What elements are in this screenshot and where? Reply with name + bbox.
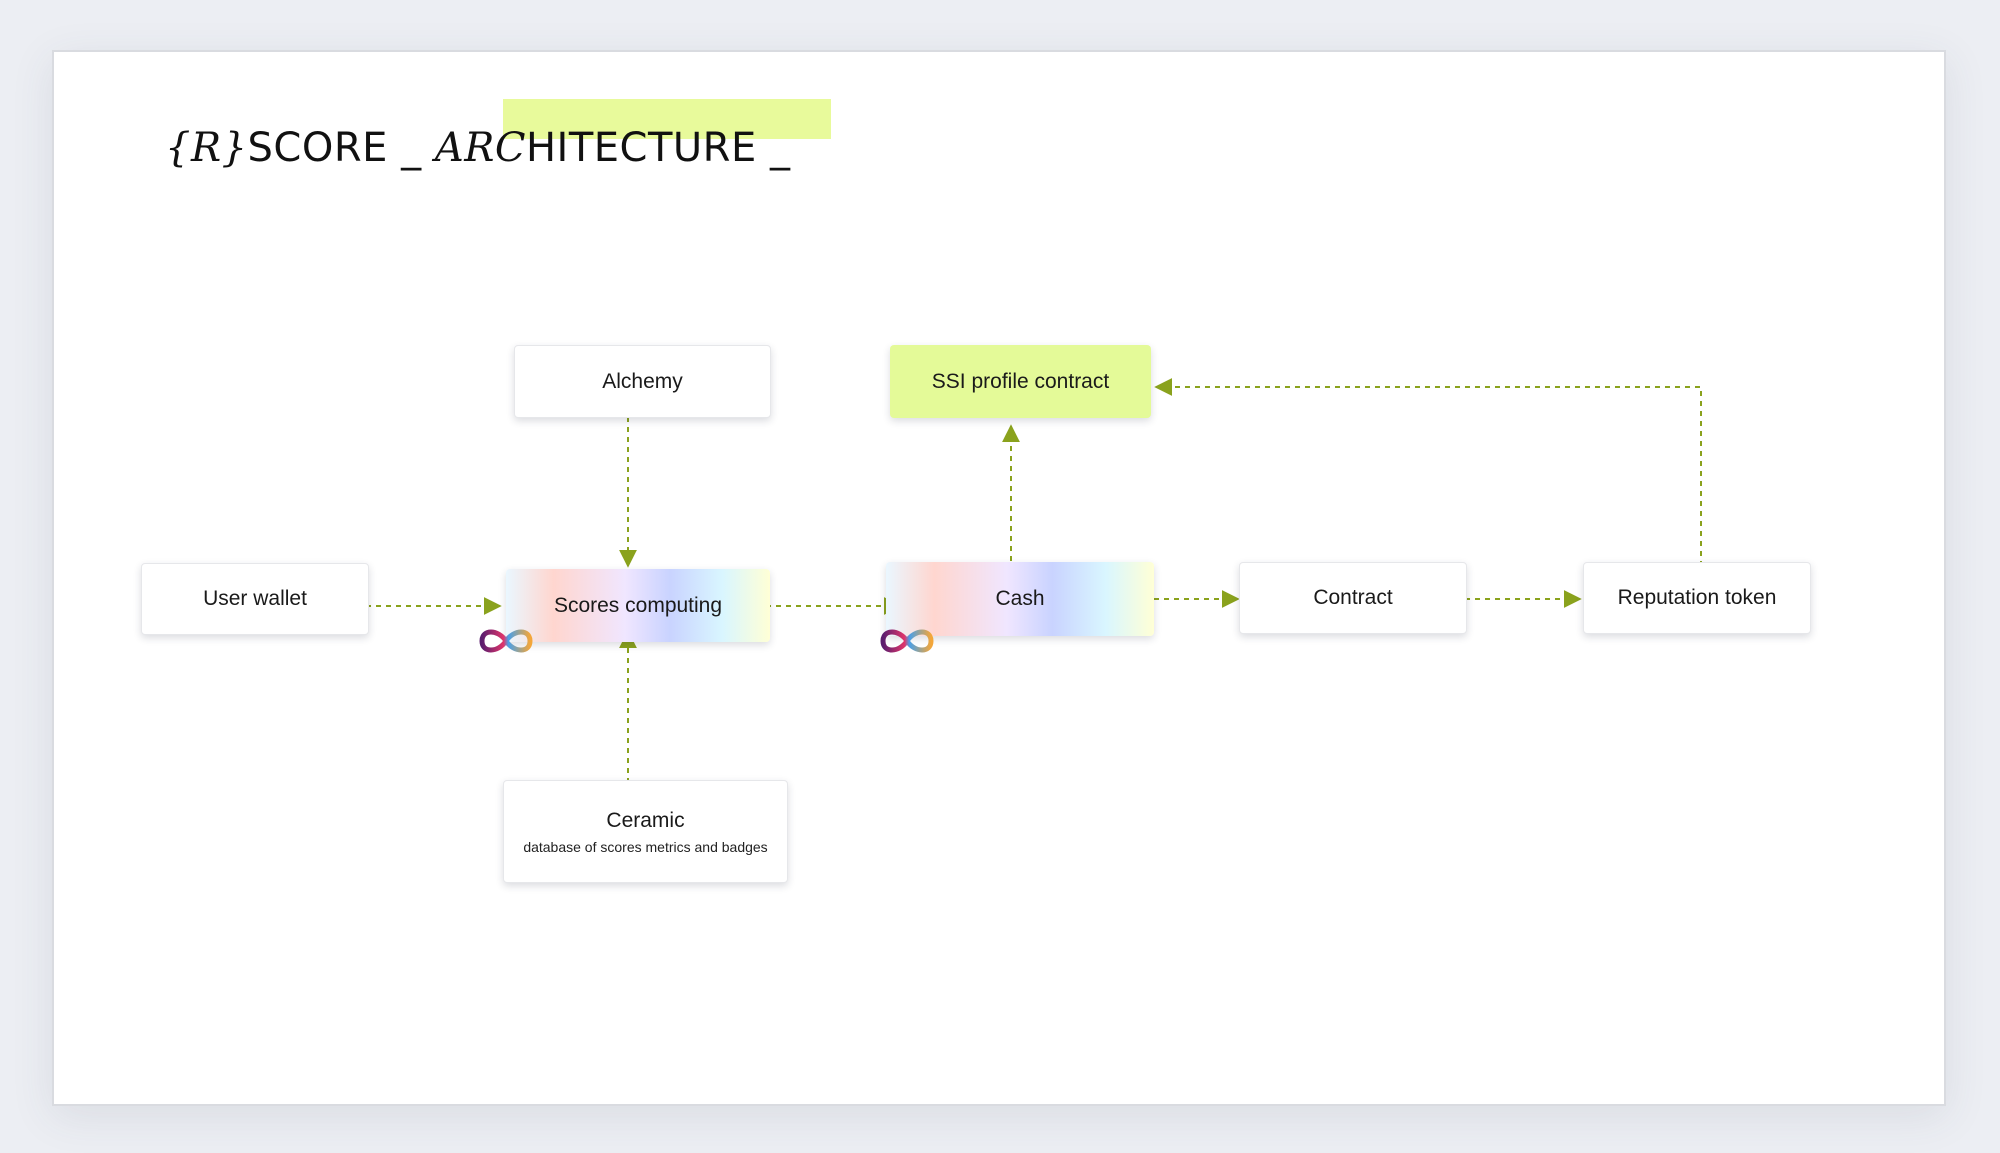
infinity-logo-icon (880, 629, 934, 653)
title-highlight (503, 99, 831, 139)
node-ssi-profile-contract[interactable]: SSI profile contract (890, 345, 1151, 418)
node-ssi-profile-label: SSI profile contract (931, 369, 1110, 393)
node-cash-label: Cash (995, 587, 1045, 610)
node-reputation-token[interactable]: Reputation token (1583, 562, 1811, 634)
title-italic: ARC (434, 125, 526, 171)
node-cash[interactable]: Cash (886, 562, 1154, 636)
node-user-wallet[interactable]: User wallet (141, 563, 369, 635)
node-scores-computing-label: Scores computing (553, 593, 723, 617)
title-word: SCORE (247, 125, 388, 171)
node-ceramic[interactable]: Ceramic database of scores metrics and b… (503, 780, 788, 883)
node-alchemy-label: Alchemy (602, 369, 683, 393)
title-sep: _ (387, 125, 435, 171)
page-title: {R}SCORE _ ARCHITECTURE _ (165, 125, 790, 171)
node-reputation-token-label: Reputation token (1617, 586, 1777, 609)
node-alchemy[interactable]: Alchemy (514, 345, 771, 418)
node-scores-computing[interactable]: Scores computing (506, 569, 770, 642)
infinity-logo-icon (479, 629, 533, 653)
node-ceramic-subtitle: database of scores metrics and badges (523, 838, 768, 855)
node-ceramic-label: Ceramic (606, 808, 685, 832)
node-contract-label: Contract (1313, 586, 1393, 609)
title-rest: HITECTURE _ (525, 125, 791, 171)
node-user-wallet-label: User wallet (203, 587, 307, 610)
node-contract[interactable]: Contract (1239, 562, 1467, 634)
title-prefix: {R} (165, 125, 248, 171)
